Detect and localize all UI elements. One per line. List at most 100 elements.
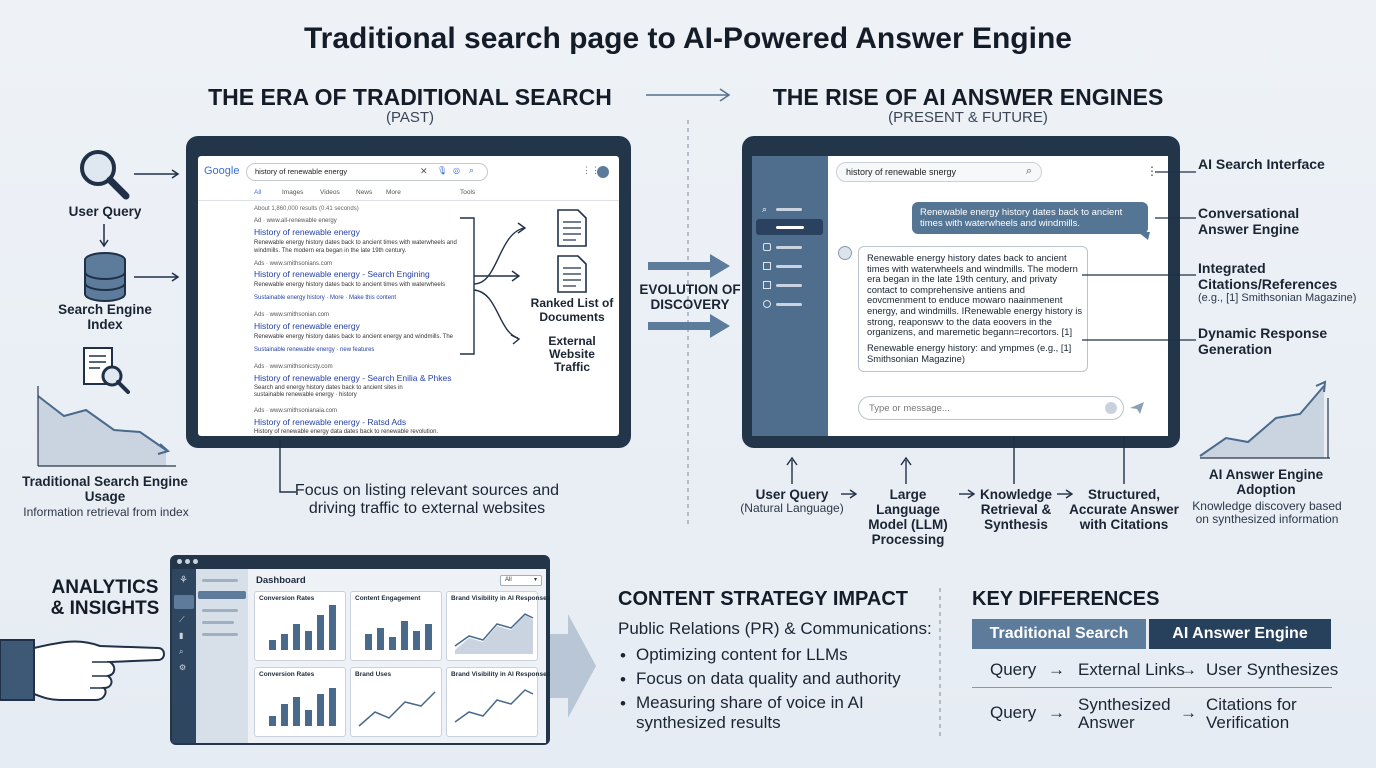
key-cell: Query (990, 660, 1037, 679)
nav-gear-icon[interactable]: ⚙ (179, 663, 187, 672)
google-tools[interactable]: Tools (460, 189, 476, 196)
nav-line (202, 633, 238, 636)
strategy-bullet: Measuring share of voice in AI synthesiz… (636, 693, 864, 732)
external-traffic-label: External Website Traffic (548, 334, 596, 374)
impact-arrow-icon (550, 614, 596, 718)
nav-trend-icon[interactable]: ⟋ (179, 615, 185, 624)
search-icon[interactable]: ⌕ (469, 165, 475, 175)
flow-up-arrows (786, 436, 1125, 484)
apps-grid-icon[interactable]: ⋮⋮ (582, 165, 600, 175)
result-title-link[interactable]: History of renewable energy (254, 227, 360, 237)
ai-search-input[interactable]: history of renewable snergy ⌕ (836, 162, 1042, 182)
dashboard-card[interactable]: Brand Uses (350, 667, 442, 737)
image-icon[interactable] (763, 262, 771, 270)
strategy-heading: CONTENT STRATEGY IMPACT (618, 588, 908, 610)
bullet-dot: • (620, 646, 626, 665)
dashboard-icon-rail: ⚘ ⟋ ▮ ⌕ ⚙ (172, 569, 196, 743)
key-cell: Synthesized Answer (1078, 695, 1171, 732)
dashboard-bar (425, 624, 432, 650)
callout-lines (1082, 171, 1196, 341)
dashboard-bar (281, 634, 288, 650)
callout-citations: Integrated Citations/References (1198, 260, 1338, 292)
gear-icon[interactable] (763, 300, 771, 308)
dashboard-bar (293, 697, 300, 726)
flow-structured: Structured, Accurate Answer with Citatio… (1069, 487, 1179, 532)
avatar[interactable] (597, 166, 609, 178)
dashboard-card-title: Conversion Rates (259, 671, 315, 678)
people-icon[interactable] (763, 243, 771, 251)
sidebar-item-line (776, 208, 802, 211)
window-dot (177, 559, 182, 564)
bubble-tail (1138, 232, 1150, 240)
key-cell: User Synthesizes (1206, 660, 1339, 679)
dashboard-bar (317, 614, 324, 650)
usage-title: Traditional Search Engine Usage (22, 474, 188, 504)
send-icon[interactable] (1130, 402, 1144, 414)
camera-icon[interactable]: ◎ (453, 166, 460, 175)
ai-answer-citation: Renewable energy history: and ympmes (e.… (867, 342, 1072, 364)
declining-usage-chart (37, 386, 176, 467)
dashboard-card-title: Brand Uses (355, 671, 392, 678)
google-tab-images[interactable]: Images (282, 189, 304, 196)
focus-text: Focus on listing relevant sources and dr… (294, 482, 560, 517)
result-snippet: windmills. The modern era began in the l… (254, 248, 407, 254)
dashboard-card[interactable]: Conversion Rates (254, 591, 346, 661)
dashboard-line-chart (454, 613, 534, 654)
message-input[interactable]: Type or message... (858, 396, 1124, 420)
nav-chart-icon[interactable] (174, 595, 194, 609)
mic-icon[interactable] (1105, 402, 1117, 414)
flow-llm: Large Language Model (LLM) Processing (868, 487, 948, 547)
arrow-icon: → (1180, 703, 1197, 722)
result-snippet: Renewable energy history dates back to a… (254, 240, 457, 246)
dashboard-card[interactable]: Brand Visibility in AI Responses (446, 667, 550, 737)
result-ad-line: Ads · www.smithsonianaia.com (254, 408, 338, 414)
dashboard-bar (305, 710, 312, 726)
result-title-link[interactable]: History of renewable energy (254, 321, 360, 331)
strategy-sub: Public Relations (PR) & Communications: (618, 619, 932, 638)
google-tab-all[interactable]: All (254, 189, 262, 196)
nav-bars-icon[interactable]: ▮ (179, 631, 184, 640)
google-tab-news[interactable]: News (356, 189, 373, 196)
file-icon[interactable] (763, 281, 771, 289)
result-title-link[interactable]: History of renewable energy - Search Eng… (254, 269, 430, 279)
flow-down-arrow-icon (99, 224, 109, 248)
window-dot (193, 559, 198, 564)
evolution-arrow-icon (648, 254, 730, 278)
dashboard-card[interactable]: Brand Visibility in AI Responses (446, 591, 550, 661)
google-tab-videos[interactable]: Videos (320, 189, 340, 196)
result-title-link[interactable]: History of renewable energy - Search Eni… (254, 373, 452, 383)
dashboard-filter-value: All (505, 577, 512, 583)
flow-arrow-icon (959, 489, 976, 499)
dashboard-card-title: Content Engagement (355, 595, 421, 602)
google-tab-more[interactable]: More (386, 189, 401, 196)
clear-icon[interactable]: ✕ (420, 166, 428, 176)
google-search-input[interactable]: history of renewable energy ✕ 🎙 ◎ ⌕ (246, 163, 488, 181)
more-options-icon[interactable]: ⋮ (1146, 164, 1158, 178)
nav-search-icon[interactable]: ⌕ (179, 647, 184, 656)
dashboard-filter-select[interactable]: All ▾ (500, 575, 542, 586)
chevron-down-icon: ▾ (534, 577, 538, 583)
ai-sub: (PRESENT & FUTURE) (888, 109, 1048, 126)
callout-interface: AI Search Interface (1198, 156, 1325, 172)
mic-icon[interactable]: 🎙 (437, 166, 448, 175)
nav-line (202, 609, 238, 612)
dashboard-card[interactable]: Content Engagement (350, 591, 442, 661)
tabs-divider (198, 200, 619, 201)
dashboard-bar (329, 605, 336, 650)
window-dot (185, 559, 190, 564)
result-stats: About 1,860,000 results (0.41 seconds) (254, 206, 359, 212)
heading-arrow-icon (646, 88, 731, 102)
key-heading: KEY DIFFERENCES (972, 588, 1160, 610)
callout-citations-sub: (e.g., [1] Smithsonian Magazine) (1198, 292, 1357, 304)
arrow-icon: → (1048, 703, 1065, 722)
result-snippet[interactable]: Sustainable renewable energy · new featu… (254, 347, 375, 353)
result-snippet[interactable]: Sustainable energy history · More · Make… (254, 295, 397, 301)
dashboard-bar (329, 687, 336, 726)
result-title-link[interactable]: History of renewable energy - Ratsd Ads (254, 417, 407, 427)
focus-pointer (279, 440, 296, 493)
result-ad-line: Ads · www.smithsonians.com (254, 261, 333, 267)
nav-item-active[interactable] (198, 591, 246, 599)
search-icon[interactable]: ⌕ (762, 204, 768, 214)
dashboard-card[interactable]: Conversion Rates (254, 667, 346, 737)
search-icon[interactable]: ⌕ (1026, 165, 1033, 177)
